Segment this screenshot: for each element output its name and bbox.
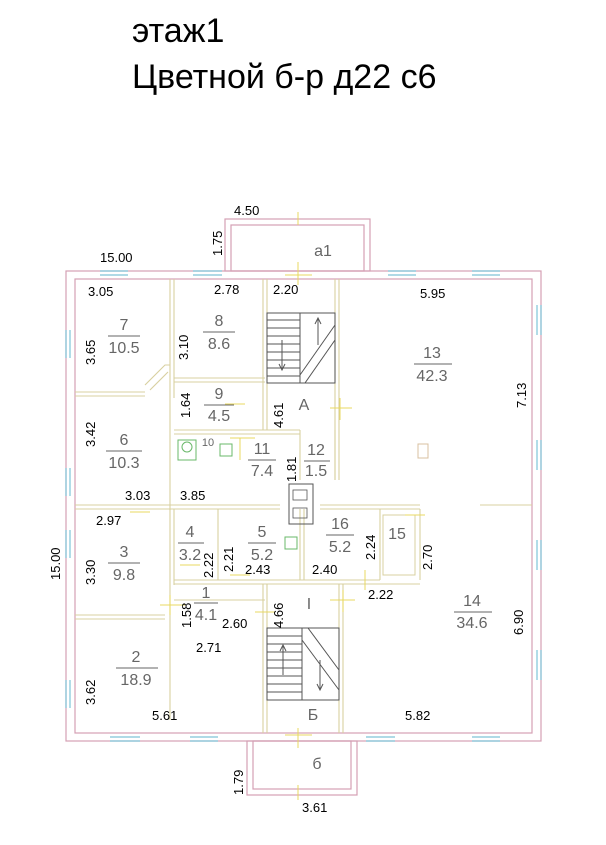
dim-room15-height: 2.70 xyxy=(420,545,435,570)
dim-room5-height: 2.21 xyxy=(221,547,236,572)
dim-room2-top-width: 2.71 xyxy=(196,640,221,655)
room-11-num: 11 xyxy=(254,441,271,458)
dim-room8-width: 2.78 xyxy=(214,282,239,297)
dim-room14-height: 6.90 xyxy=(511,610,526,635)
dim-room16-height: 2.24 xyxy=(363,535,378,560)
dim-room6-width: 3.03 xyxy=(125,488,150,503)
room-2-num: 2 xyxy=(132,649,141,666)
dim-room1-width: 2.60 xyxy=(222,616,247,631)
room-5-area: 5.2 xyxy=(251,547,273,564)
room-labels: 7 10.5 8 8.6 13 42.3 9 4.5 10 6 10.3 11 … xyxy=(106,313,492,689)
dim-room14-width: 5.82 xyxy=(405,708,430,723)
fixtures xyxy=(177,439,429,576)
room-3-num: 3 xyxy=(120,544,129,561)
room-15-num: 15 xyxy=(388,526,406,543)
door-markers xyxy=(130,212,425,800)
windows xyxy=(65,270,542,742)
room-14-num: 14 xyxy=(463,593,481,610)
dimension-labels: 4.50 1.75 15.00 3.05 2.78 2.20 5.95 3.65… xyxy=(48,203,529,815)
dim-left-total: 15.00 xyxy=(48,547,63,580)
dim-stairA-height: 4.61 xyxy=(271,403,286,428)
dim-room8-height: 3.10 xyxy=(176,335,191,360)
room-4-area: 3.2 xyxy=(179,547,201,564)
room-8-area: 8.6 xyxy=(208,336,230,353)
dim-room6-height: 3.42 xyxy=(83,422,98,447)
room-11-area: 7.4 xyxy=(251,463,273,480)
room-2-area: 18.9 xyxy=(120,672,151,689)
dim-room3-height: 3.30 xyxy=(83,560,98,585)
zone-labels: а1 б А Б I xyxy=(299,243,332,773)
room-14-area: 34.6 xyxy=(456,615,487,632)
address-title: Цветной б-р д22 с6 xyxy=(132,58,437,96)
room-7-area: 10.5 xyxy=(108,340,139,357)
room-12-num: 12 xyxy=(307,442,325,459)
dim-bottom-porch-width: 3.61 xyxy=(302,800,327,815)
staircase-lower xyxy=(266,627,340,701)
zone-B: Б xyxy=(308,707,319,724)
room-9-area: 4.5 xyxy=(208,408,230,425)
room-6-num: 6 xyxy=(120,432,129,449)
dim-room11-width: 3.85 xyxy=(180,488,205,503)
floor-title: этаж1 xyxy=(132,12,225,50)
dim-room7-width: 3.05 xyxy=(88,284,113,299)
room-16-area: 5.2 xyxy=(329,539,351,556)
room-4-num: 4 xyxy=(186,524,195,541)
dim-room9-height: 1.64 xyxy=(178,393,193,418)
zone-A: А xyxy=(299,397,310,414)
zone-b: б xyxy=(312,756,321,773)
dim-room2-height: 3.62 xyxy=(83,680,98,705)
zone-I: I xyxy=(307,596,311,613)
room-10-num: 10 xyxy=(202,437,214,449)
room-13-num: 13 xyxy=(423,345,441,362)
room-9-num: 9 xyxy=(215,386,224,403)
dim-room12-height: 1.81 xyxy=(284,457,299,482)
room-12-area: 1.5 xyxy=(305,463,327,480)
room-1-num: 1 xyxy=(202,585,211,602)
staircase-upper xyxy=(266,312,336,384)
dim-room3-width: 2.97 xyxy=(96,513,121,528)
room-8-num: 8 xyxy=(215,313,224,330)
dim-room5-width: 2.43 xyxy=(245,562,270,577)
room-13-area: 42.3 xyxy=(416,368,447,385)
zone-a1: а1 xyxy=(314,243,332,260)
dim-room1-height: 1.58 xyxy=(179,603,194,628)
dim-corridor-width: 2.22 xyxy=(368,587,393,602)
dim-top-total: 15.00 xyxy=(100,250,133,265)
porch-bottom xyxy=(246,740,358,796)
dim-room2-width: 5.61 xyxy=(152,708,177,723)
dim-porch-depth: 1.75 xyxy=(210,231,225,256)
dim-room4-height: 2.22 xyxy=(201,553,216,578)
dim-porch-width: 4.50 xyxy=(234,203,259,218)
room-3-area: 9.8 xyxy=(113,567,135,584)
room-5-num: 5 xyxy=(258,524,267,541)
room-1-area: 4.1 xyxy=(195,607,217,624)
dim-room13-width: 5.95 xyxy=(420,286,445,301)
dim-room13-height: 7.13 xyxy=(514,383,529,408)
dim-bottom-porch-depth: 1.79 xyxy=(231,770,246,795)
room-6-area: 10.3 xyxy=(108,455,139,472)
dim-room7-height: 3.65 xyxy=(83,340,98,365)
dim-stair-width: 2.20 xyxy=(273,282,298,297)
room-7-num: 7 xyxy=(120,317,129,334)
interior-walls xyxy=(75,279,532,733)
room-16-num: 16 xyxy=(331,516,349,533)
dim-room16-width: 2.40 xyxy=(312,562,337,577)
dim-stairB-height: 4.66 xyxy=(271,603,286,628)
